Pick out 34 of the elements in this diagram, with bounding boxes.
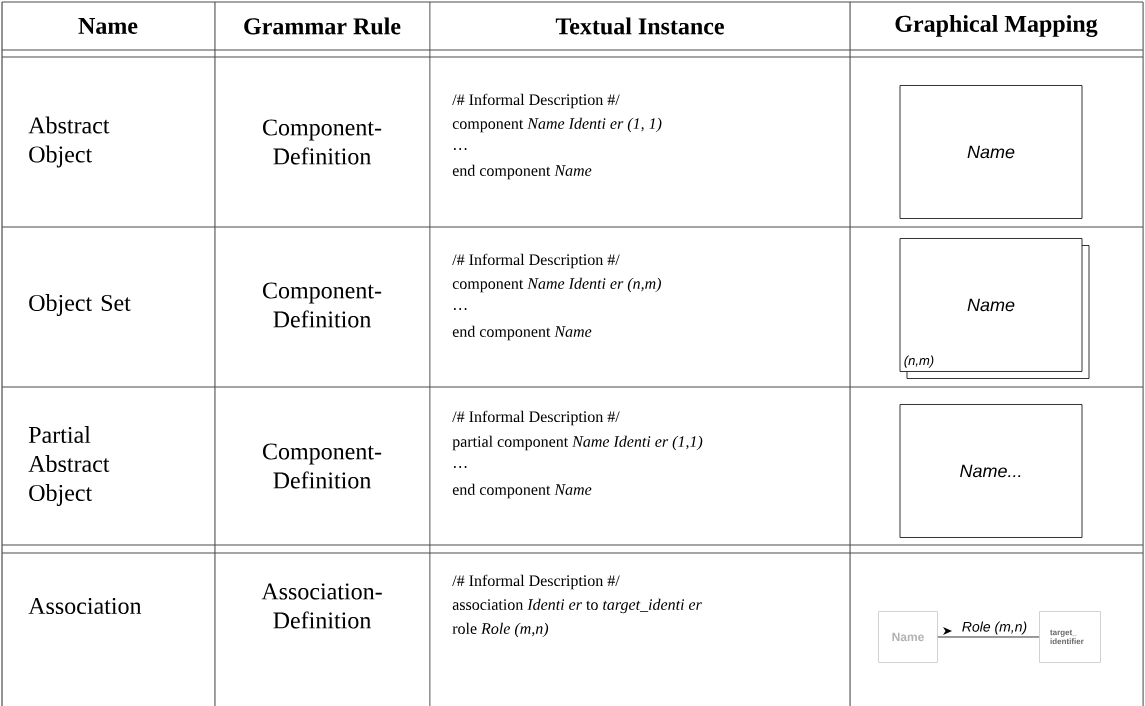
row-name: Object Set [29,294,131,316]
code-line: partial component Name Identi er (1,1) [452,435,703,451]
code-line: /# Informal Description #/ [452,93,620,109]
grammar-rule: Component-Definition [263,443,382,489]
row-name: Partial Abstract Object [28,426,110,506]
column-header: Grammar Rule [244,17,401,35]
code-line: component Name Identi er (n,m) [452,277,661,293]
name-box: Name... [899,404,1083,538]
name-box: Name [899,85,1083,219]
code-line: … [453,308,467,310]
column-header: Name [78,18,138,34]
code-line: end component Name [452,325,592,341]
code-line: role Role (m,n) [452,622,549,638]
code-line: end component Name [452,483,592,499]
association-line [937,636,1040,638]
code-line: /# Informal Description #/ [452,253,620,269]
stacked-box: Name (n,m) [899,238,1090,379]
code-line: /# Informal Description #/ [452,574,620,590]
grammar-rule: Association-Definition [261,583,382,629]
grammar-rule: Component-Definition [263,282,382,328]
code-line: component Name Identi er (1, 1) [452,117,662,133]
column-header: Textual Instance [555,17,724,35]
code-line: /# Informal Description #/ [452,410,620,426]
edge-label: Role (m,n) [962,621,1027,635]
class-box: Name [878,611,938,663]
column-header: Graphical Mapping [895,15,1098,37]
code-line: … [453,466,467,468]
class-box: target_ identifier [1039,611,1101,663]
row-name: Abstract Object [28,116,110,168]
code-line: end component Name [452,164,592,180]
code-line: association Identi er to target_identi er [452,598,702,614]
row-name: Association [28,597,142,615]
code-line: … [453,148,467,150]
grammar-rule: Component-Definition [263,119,382,165]
